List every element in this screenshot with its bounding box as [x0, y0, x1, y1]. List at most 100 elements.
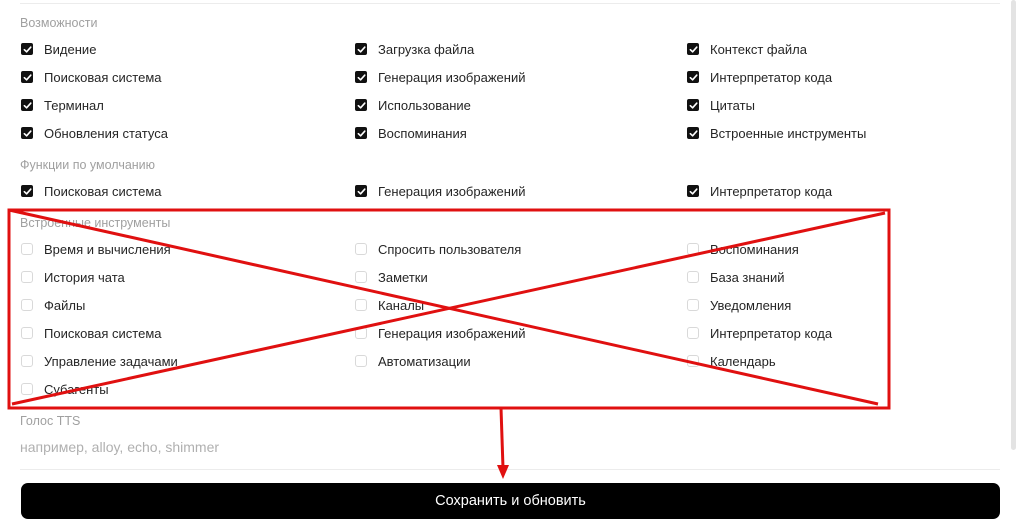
- checkbox-item[interactable]: Видение: [21, 39, 96, 59]
- tts-label: Голос TTS: [20, 414, 81, 428]
- checkbox-label: Каналы: [378, 297, 425, 313]
- checkbox-label: Уведомления: [710, 297, 792, 313]
- checkbox-label: История чата: [44, 269, 125, 285]
- checkbox-unchecked[interactable]: [21, 243, 33, 255]
- checkbox-unchecked[interactable]: [21, 383, 33, 395]
- checkbox-item[interactable]: Воспоминания: [687, 239, 799, 259]
- checkbox-row: Субагенты: [21, 379, 1001, 399]
- checkbox-checked[interactable]: [21, 71, 33, 83]
- checkbox-item[interactable]: Генерация изображений: [355, 323, 525, 343]
- checkbox-label: Генерация изображений: [378, 69, 526, 85]
- checkbox-label: Контекст файла: [710, 41, 807, 57]
- check-icon: [689, 101, 698, 109]
- check-icon: [23, 187, 32, 195]
- checkbox-item[interactable]: Контекст файла: [687, 39, 807, 59]
- checkbox-item[interactable]: Поисковая система: [21, 67, 162, 87]
- checkbox-unchecked[interactable]: [687, 355, 699, 367]
- checkbox-row: Управление задачами Автоматизации Календар…: [21, 351, 1001, 371]
- checkbox-label: Интерпретатор кода: [710, 325, 833, 341]
- checkbox-label: База знаний: [710, 269, 785, 285]
- checkbox-label: Интерпретатор кода: [710, 69, 833, 85]
- checkbox-row: Поисковая система Генерация изображений Ин…: [21, 181, 1001, 201]
- checkbox-unchecked[interactable]: [687, 243, 699, 255]
- footer-divider: [20, 469, 1000, 470]
- checkbox-checked[interactable]: [687, 127, 699, 139]
- checkbox-unchecked[interactable]: [355, 299, 367, 311]
- checkbox-unchecked[interactable]: [355, 327, 367, 339]
- checkbox-checked[interactable]: [355, 99, 367, 111]
- checkbox-item[interactable]: Время и вычисления: [21, 239, 171, 259]
- checkbox-label: Воспоминания: [378, 125, 467, 141]
- checkbox-item[interactable]: Терминал: [21, 95, 104, 115]
- checkbox-label: Субагенты: [44, 381, 109, 397]
- checkbox-label: Автоматизации: [378, 353, 471, 369]
- check-icon: [689, 129, 698, 137]
- checkbox-unchecked[interactable]: [21, 271, 33, 283]
- checkbox-item[interactable]: Интерпретатор кода: [687, 67, 832, 87]
- checkbox-label: Воспоминания: [710, 241, 799, 257]
- checkbox-item[interactable]: Файлы: [21, 295, 85, 315]
- checkbox-item[interactable]: Автоматизации: [355, 351, 471, 371]
- checkbox-label: Время и вычисления: [44, 241, 171, 257]
- checkbox-checked[interactable]: [687, 99, 699, 111]
- checkbox-item[interactable]: Использование: [355, 95, 471, 115]
- checkbox-unchecked[interactable]: [355, 271, 367, 283]
- checkbox-checked[interactable]: [355, 43, 367, 55]
- checkbox-row: История чата Заметки База знаний: [21, 267, 1001, 287]
- checkbox-item[interactable]: Интерпретатор кода: [687, 323, 832, 343]
- checkbox-item[interactable]: Поисковая система: [21, 323, 162, 343]
- checkbox-unchecked[interactable]: [687, 299, 699, 311]
- checkbox-item[interactable]: История чата: [21, 267, 125, 287]
- checkbox-label: Календарь: [710, 353, 776, 369]
- checkbox-item[interactable]: Уведомления: [687, 295, 791, 315]
- scrollbar[interactable]: [1011, 0, 1016, 450]
- check-icon: [689, 187, 698, 195]
- checkbox-item[interactable]: Спросить пользователя: [355, 239, 521, 259]
- checkbox-checked[interactable]: [21, 185, 33, 197]
- checkbox-item[interactable]: Субагенты: [21, 379, 109, 399]
- checkbox-item[interactable]: Календарь: [687, 351, 776, 371]
- checkbox-item[interactable]: Обновления статуса: [21, 123, 168, 143]
- checkbox-label: Управление задачами: [44, 353, 178, 369]
- checkbox-checked[interactable]: [687, 43, 699, 55]
- checkbox-unchecked[interactable]: [21, 299, 33, 311]
- checkbox-item[interactable]: Каналы: [355, 295, 424, 315]
- checkbox-unchecked[interactable]: [355, 243, 367, 255]
- checkbox-checked[interactable]: [355, 71, 367, 83]
- checkbox-checked[interactable]: [355, 185, 367, 197]
- checkbox-unchecked[interactable]: [21, 327, 33, 339]
- top-divider: [20, 3, 1000, 4]
- checkbox-item[interactable]: База знаний: [687, 267, 785, 287]
- checkbox-checked[interactable]: [355, 127, 367, 139]
- checkbox-row: Обновления статуса Воспоминания Встроенные…: [21, 123, 1001, 143]
- checkbox-label: Встроенные инструменты: [710, 125, 867, 141]
- checkbox-item[interactable]: Управление задачами: [21, 351, 178, 371]
- checkbox-label: Поисковая система: [44, 183, 162, 199]
- checkbox-item[interactable]: Поисковая система: [21, 181, 162, 201]
- checkbox-checked[interactable]: [687, 185, 699, 197]
- save-and-update-button[interactable]: Сохранить и обновить: [21, 483, 1000, 519]
- checkbox-item[interactable]: Загрузка файла: [355, 39, 474, 59]
- check-icon: [689, 73, 698, 81]
- check-icon: [357, 45, 366, 53]
- checkbox-unchecked[interactable]: [21, 355, 33, 367]
- tts-voice-input[interactable]: [20, 436, 620, 458]
- checkbox-unchecked[interactable]: [687, 271, 699, 283]
- checkbox-item[interactable]: Генерация изображений: [355, 181, 525, 201]
- annotation-arrowhead: [497, 465, 509, 479]
- checkbox-checked[interactable]: [21, 127, 33, 139]
- checkbox-unchecked[interactable]: [687, 327, 699, 339]
- checkbox-item[interactable]: Воспоминания: [355, 123, 467, 143]
- checkbox-item[interactable]: Цитаты: [687, 95, 755, 115]
- checkbox-item[interactable]: Интерпретатор кода: [687, 181, 832, 201]
- section-label-default-features: Функции по умолчанию: [20, 158, 156, 172]
- check-icon: [23, 73, 32, 81]
- checkbox-item[interactable]: Встроенные инструменты: [687, 123, 866, 143]
- checkbox-unchecked[interactable]: [355, 355, 367, 367]
- checkbox-item[interactable]: Заметки: [355, 267, 428, 287]
- checkbox-label: Терминал: [44, 97, 104, 113]
- checkbox-item[interactable]: Генерация изображений: [355, 67, 525, 87]
- checkbox-checked[interactable]: [687, 71, 699, 83]
- checkbox-checked[interactable]: [21, 43, 33, 55]
- checkbox-checked[interactable]: [21, 99, 33, 111]
